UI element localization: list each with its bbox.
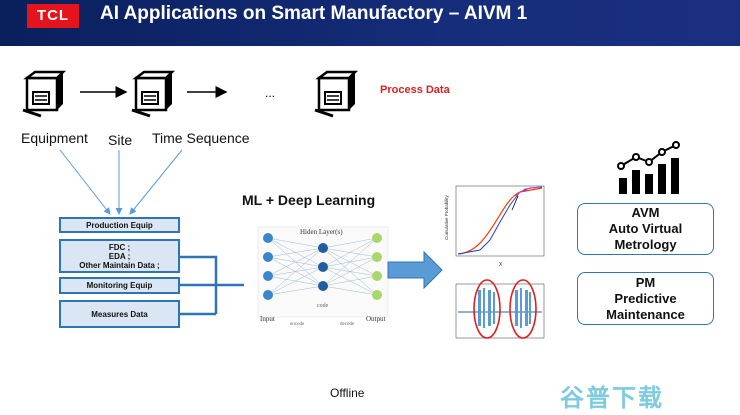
cdf-plot: [455, 185, 545, 257]
pm-line-2: Predictive: [614, 290, 677, 306]
nn-output-label: Output: [366, 315, 386, 323]
cdf-xlabel: X: [499, 262, 503, 268]
measures-data-box: Measures Data: [59, 300, 180, 328]
avm-box: AVM Auto Virtual Metrology: [577, 203, 714, 255]
equipment-label: Equipment: [21, 130, 88, 146]
offline-label: Offline: [330, 386, 365, 400]
monitoring-equip-text: Monitoring Equip: [86, 281, 153, 290]
avm-line-2: Auto Virtual: [608, 221, 683, 236]
page-title: AI Applications on Smart Manufactory – A…: [100, 3, 528, 24]
ellipsis: ...: [265, 86, 276, 100]
nn-input-label: Input: [260, 315, 275, 323]
equipment-icon-3: [313, 70, 357, 118]
timeseries-plot: [455, 279, 545, 339]
connector-time: [129, 149, 183, 215]
nn-code-label: code: [317, 303, 329, 309]
avm-line-1: AVM: [631, 205, 660, 220]
process-data-label: Process Data: [380, 84, 450, 96]
nn-decode-label: decode: [340, 322, 355, 327]
nn-hidden-label: Hiden Layer(s): [300, 228, 343, 236]
measures-data-text: Measures Data: [91, 309, 148, 319]
connector-equipment: [59, 149, 111, 215]
pm-box: PM Predictive Maintenance: [577, 272, 714, 325]
fdc-text: FDC ;: [108, 242, 131, 252]
pm-line-3: Maintenance: [606, 306, 685, 322]
tcl-logo: TCL: [27, 4, 79, 28]
equipment-icon-2: [130, 70, 174, 118]
other-maintain-text: Other Maintain Data ;: [79, 260, 160, 270]
site-label: Site: [108, 132, 133, 148]
pm-line-1: PM: [635, 274, 656, 290]
equipment-icon-1: [21, 70, 65, 118]
header-bar: TCL AI Applications on Smart Manufactory…: [0, 0, 740, 46]
ml-title: ML + Deep Learning: [242, 192, 376, 208]
input-bracket: [180, 255, 244, 316]
monitoring-equip-box: Monitoring Equip: [59, 277, 180, 294]
eda-text: EDA ;: [108, 251, 131, 261]
time-sequence-label: Time Sequence: [152, 130, 250, 146]
nn-encode-label: encode: [290, 322, 305, 327]
neural-network: [257, 226, 389, 318]
fdc-eda-box: FDC ; EDA ; Other Maintain Data ;: [59, 239, 180, 273]
cdf-ylabel: Cumulative Probability: [444, 194, 449, 240]
production-equip-box: Production Equip: [59, 217, 180, 233]
block-arrow: [387, 250, 443, 290]
avm-line-3: Metrology: [614, 237, 677, 252]
growth-chart-icon: [617, 141, 680, 194]
watermark: 谷普下载: [560, 385, 664, 412]
production-equip-text: Production Equip: [86, 220, 153, 230]
